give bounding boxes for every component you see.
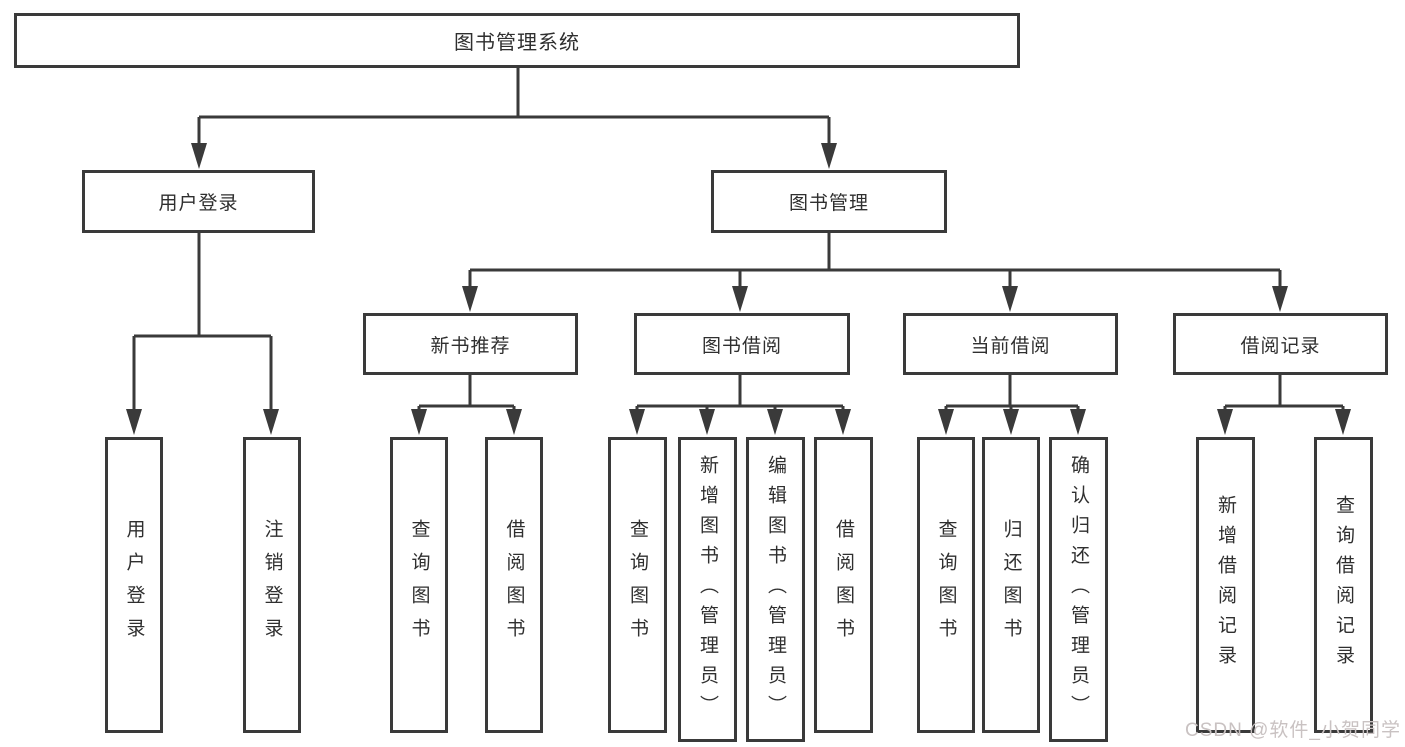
leaf-add-borrow-record-label: 新增借阅记录 (1215, 495, 1236, 675)
node-root-system: 图书管理系统 (14, 13, 1020, 68)
node-new-book-recommend-label: 新书推荐 (430, 335, 511, 357)
leaf-query-book-1-label: 查询图书 (408, 519, 430, 651)
arrowheads (126, 143, 1351, 435)
node-user-login: 用户登录 (82, 170, 315, 233)
leaf-query-book-2: 查询图书 (608, 437, 667, 733)
node-user-login-label: 用户登录 (158, 193, 239, 214)
leaf-query-book-3-label: 查询图书 (935, 519, 957, 651)
leaf-borrow-book-1-label: 借阅图书 (503, 519, 525, 651)
node-book-borrow: 图书借阅 (634, 313, 850, 375)
node-root-label: 图书管理系统 (454, 32, 580, 54)
node-current-borrow: 当前借阅 (903, 313, 1118, 375)
leaf-add-book-admin-label: 新增图书（管理员） (697, 454, 718, 725)
leaf-borrow-book-2: 借阅图书 (814, 437, 873, 733)
leaf-query-book-3: 查询图书 (917, 437, 975, 733)
leaf-borrow-book-2-label: 借阅图书 (833, 519, 854, 651)
leaf-query-book-2-label: 查询图书 (627, 519, 648, 651)
leaf-query-borrow-record: 查询借阅记录 (1314, 437, 1373, 733)
node-book-management-label: 图书管理 (788, 193, 869, 214)
leaf-query-borrow-record-label: 查询借阅记录 (1333, 495, 1354, 675)
node-book-borrow-label: 图书借阅 (701, 335, 782, 357)
leaf-logout: 注销登录 (243, 437, 301, 733)
leaf-add-book-admin: 新增图书（管理员） (678, 437, 737, 742)
leaf-logout-label: 注销登录 (261, 519, 283, 651)
leaf-confirm-return-admin: 确认归还（管理员） (1049, 437, 1108, 742)
leaf-return-book: 归还图书 (982, 437, 1040, 733)
leaf-confirm-return-admin-label: 确认归还（管理员） (1068, 454, 1089, 725)
leaf-borrow-book-1: 借阅图书 (485, 437, 543, 733)
leaf-user-login: 用户登录 (105, 437, 163, 733)
node-borrow-record-label: 借阅记录 (1240, 335, 1321, 357)
node-book-management: 图书管理 (711, 170, 947, 233)
node-new-book-recommend: 新书推荐 (363, 313, 578, 375)
leaf-edit-book-admin: 编辑图书（管理员） (746, 437, 805, 742)
node-borrow-record: 借阅记录 (1173, 313, 1388, 375)
leaf-edit-book-admin-label: 编辑图书（管理员） (765, 454, 786, 725)
leaf-user-login-label: 用户登录 (123, 519, 145, 651)
csdn-watermark: CSDN @软件_小贺同学 (1185, 720, 1401, 741)
node-current-borrow-label: 当前借阅 (970, 335, 1051, 357)
leaf-query-book-1: 查询图书 (390, 437, 448, 733)
leaf-add-borrow-record: 新增借阅记录 (1196, 437, 1255, 733)
leaf-return-book-label: 归还图书 (1000, 519, 1022, 651)
